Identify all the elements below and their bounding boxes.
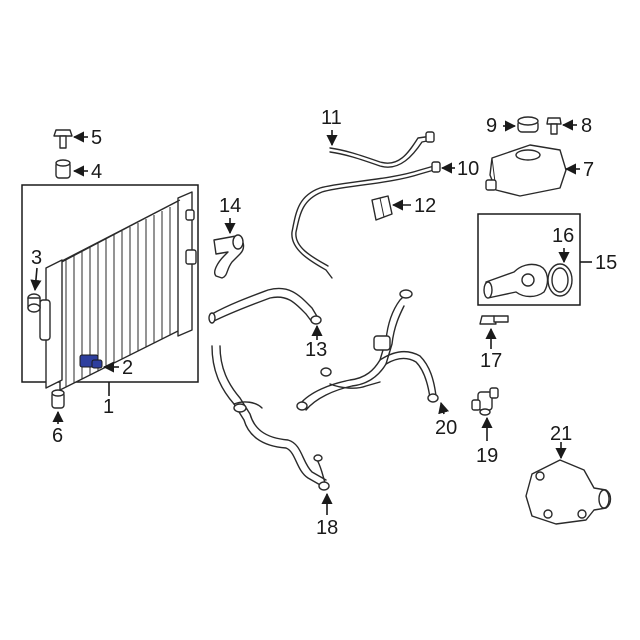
bolt-8[interactable] (546, 117, 562, 135)
callout-19: 19 (476, 445, 498, 467)
callout-20: 20 (435, 417, 457, 439)
hose-18[interactable] (211, 345, 323, 487)
hose-11[interactable] (329, 135, 433, 164)
gasket-16[interactable] (547, 263, 573, 297)
housing-21[interactable] (525, 459, 612, 525)
reservoir-cap-9[interactable] (517, 116, 539, 133)
callout-7: 7 (583, 159, 594, 181)
callout-8: 8 (581, 115, 592, 137)
callout-15: 15 (595, 252, 617, 274)
hose-10[interactable] (291, 165, 435, 279)
callout-16: 16 (552, 225, 574, 247)
bushing-6[interactable] (51, 389, 65, 409)
bushing-3[interactable] (27, 293, 41, 313)
leader-lines (30, 119, 592, 515)
coolant-reservoir-7[interactable] (485, 144, 567, 197)
callout-4: 4 (91, 161, 102, 183)
thermostat-frame (477, 213, 581, 306)
clip-12[interactable] (371, 195, 393, 221)
callout-10: 10 (457, 158, 479, 180)
callout-9: 9 (486, 115, 497, 137)
hose-assembly-20[interactable] (296, 289, 439, 411)
callout-1: 1 (103, 396, 114, 418)
hose-14[interactable] (213, 234, 245, 279)
fitting-19[interactable] (471, 387, 499, 416)
thermostat-housing-15[interactable] (483, 263, 549, 299)
callout-2: 2 (122, 357, 133, 379)
radiator-fins (65, 207, 171, 387)
radiator-frame (21, 184, 199, 383)
bushing-4[interactable] (55, 159, 71, 179)
callout-13: 13 (305, 339, 327, 361)
callout-11: 11 (321, 107, 342, 129)
drain-plug-2[interactable] (79, 354, 103, 369)
callout-21: 21 (550, 423, 572, 445)
callout-6: 6 (52, 425, 63, 447)
callout-18: 18 (316, 517, 338, 539)
callout-17: 17 (480, 350, 502, 372)
callout-5: 5 (91, 127, 102, 149)
callout-14: 14 (219, 195, 241, 217)
callout-12: 12 (414, 195, 436, 217)
callout-3: 3 (31, 247, 42, 269)
hose-13[interactable] (211, 287, 319, 319)
radiator[interactable] (39, 191, 197, 391)
callout-labels: 1 2 3 4 5 6 7 8 9 10 11 12 13 14 15 16 1… (31, 107, 617, 539)
bolt-5[interactable] (53, 129, 73, 149)
bolt-17[interactable] (479, 315, 509, 325)
